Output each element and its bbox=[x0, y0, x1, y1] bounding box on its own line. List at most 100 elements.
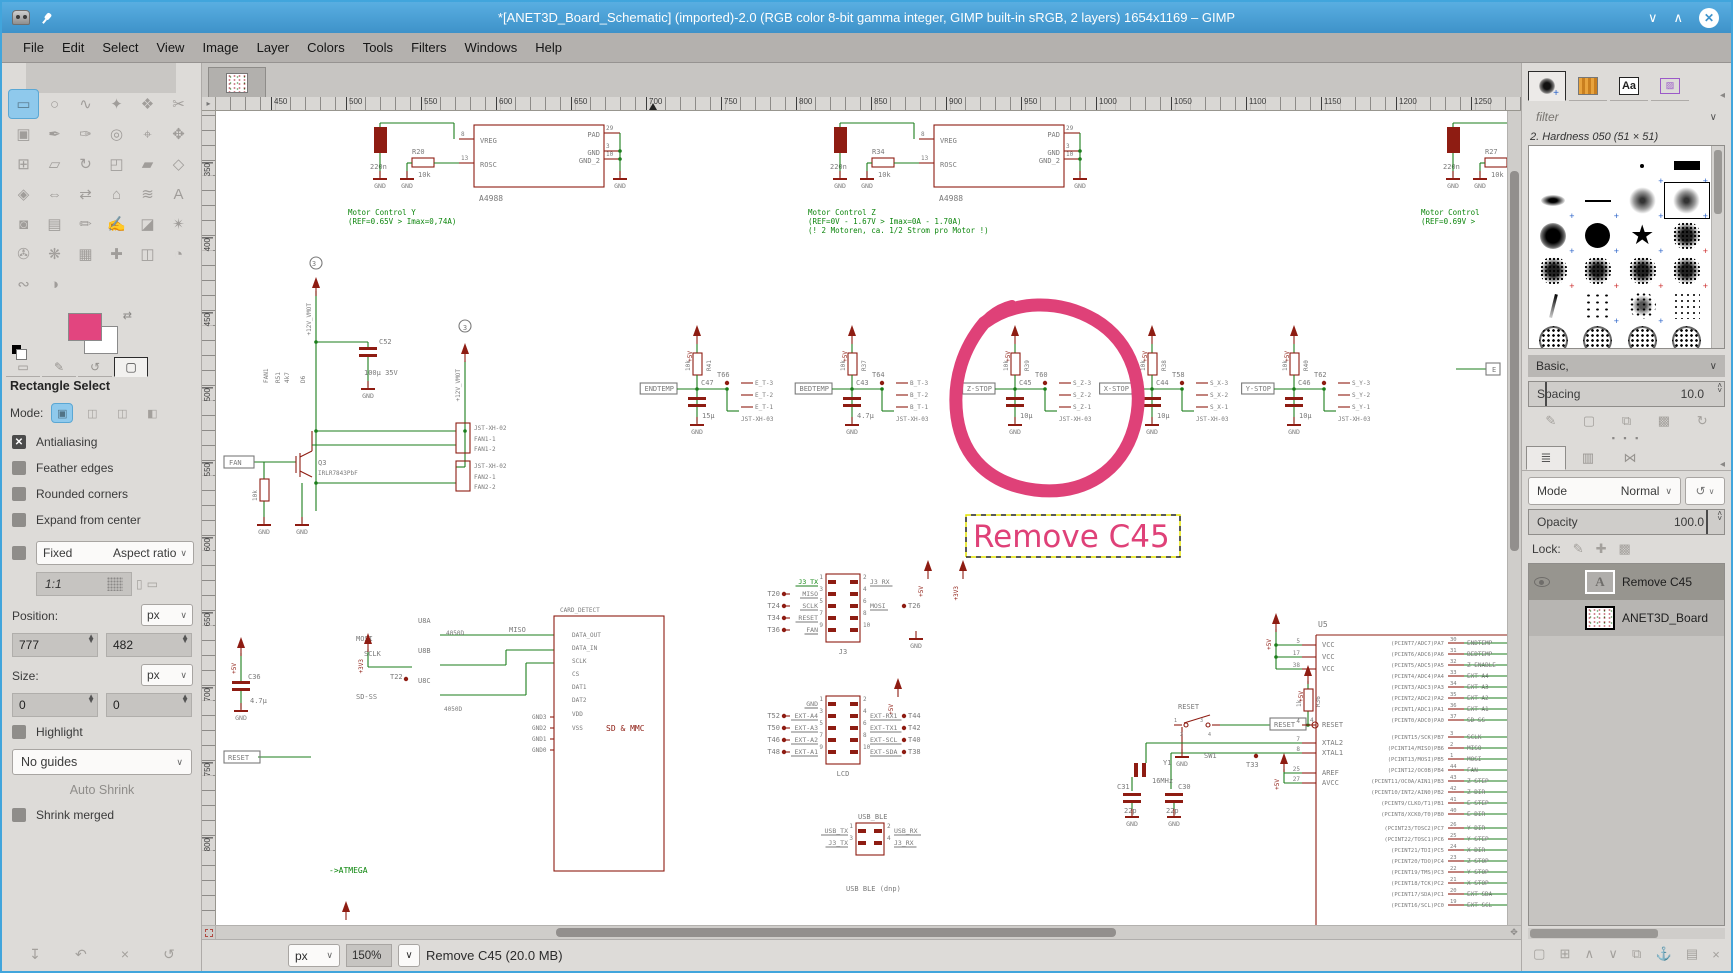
brushes-tab[interactable] bbox=[1528, 71, 1566, 101]
mode-intersect-button[interactable]: ◧ bbox=[147, 407, 158, 420]
tool-scale[interactable]: ◰ bbox=[109, 156, 124, 173]
shrink-merged-row[interactable]: Shrink merged bbox=[12, 808, 114, 822]
tool-transform-3d[interactable]: ◈ bbox=[17, 186, 30, 203]
brush-filter-combo[interactable]: filter ∨ bbox=[1530, 105, 1723, 129]
new-brush-button[interactable]: ▢ bbox=[1582, 413, 1596, 428]
swap-colors-icon[interactable]: ⇄ bbox=[122, 310, 132, 322]
tool-smudge[interactable]: ∾ bbox=[17, 276, 30, 293]
edit-brush-button[interactable]: ✎ bbox=[1545, 413, 1557, 428]
paths-tab[interactable]: ⋈ bbox=[1623, 450, 1637, 465]
portrait-icon[interactable]: ▯ bbox=[136, 577, 143, 591]
brush-cell-7[interactable] bbox=[1663, 182, 1710, 221]
brush-cell-19[interactable] bbox=[1665, 288, 1710, 323]
size-height-input[interactable]: 0 ▲▼ bbox=[106, 692, 192, 717]
layer-mode-reset-button[interactable]: ↺∨ bbox=[1685, 477, 1725, 505]
brush-cell-23[interactable] bbox=[1665, 323, 1710, 348]
brush-cell-22[interactable] bbox=[1620, 323, 1665, 348]
brush-group-combo[interactable]: Basic, ∨ bbox=[1528, 355, 1725, 377]
layer-visibility-icon[interactable] bbox=[1534, 577, 1550, 587]
feather-edges-checkbox[interactable] bbox=[12, 461, 26, 475]
brush-cell-8[interactable] bbox=[1531, 218, 1576, 256]
delete-tool-preset-button[interactable]: × bbox=[120, 946, 129, 962]
lower-layer-button[interactable]: ∨ bbox=[1608, 946, 1618, 961]
status-unit-combo[interactable]: px∨ bbox=[288, 944, 340, 967]
document-history-tab[interactable]: ▨ bbox=[1651, 71, 1689, 101]
tool-eraser[interactable]: ◪ bbox=[140, 216, 155, 233]
shrink-merged-checkbox[interactable] bbox=[12, 808, 26, 822]
maximize-button[interactable]: ∧ bbox=[1673, 10, 1683, 25]
brush-cell-21[interactable] bbox=[1576, 323, 1621, 348]
position-unit-combo[interactable]: px∨ bbox=[141, 604, 193, 626]
tool-scissors-select[interactable]: ✂ bbox=[172, 96, 185, 113]
mode-subtract-button[interactable]: ◫ bbox=[117, 407, 128, 420]
brush-cell-1[interactable] bbox=[1576, 148, 1621, 183]
vertical-scrollbar-thumb[interactable] bbox=[1510, 171, 1519, 551]
delete-brush-button[interactable]: ▩ bbox=[1657, 413, 1671, 428]
lock-alpha-icon[interactable]: ▩ bbox=[1618, 541, 1631, 556]
highlight-row[interactable]: Highlight bbox=[12, 725, 83, 739]
rounded-corners-checkbox[interactable] bbox=[12, 487, 26, 501]
tool-select-by-color[interactable]: ❖ bbox=[140, 96, 155, 113]
aspect-ratio-input[interactable]: 1:1 bbox=[36, 572, 132, 596]
brush-cell-6[interactable] bbox=[1620, 183, 1665, 221]
color-swatches[interactable]: ⇄ bbox=[12, 310, 132, 360]
tool-heal[interactable]: ✚ bbox=[110, 246, 123, 263]
expand-row[interactable]: Expand from center bbox=[12, 513, 141, 527]
raise-layer-button[interactable]: ∧ bbox=[1584, 946, 1595, 961]
tool-free-select[interactable]: ∿ bbox=[79, 96, 92, 113]
position-y-input[interactable]: 482 ▲▼ bbox=[106, 632, 192, 657]
pin-icon[interactable] bbox=[38, 9, 55, 26]
fixed-checkbox[interactable] bbox=[12, 546, 26, 560]
tool-bucket-fill[interactable]: ◙ bbox=[18, 215, 29, 233]
feather-row[interactable]: Feather edges bbox=[12, 461, 113, 475]
menu-item-edit[interactable]: Edit bbox=[61, 40, 85, 55]
brush-cell-5[interactable] bbox=[1576, 183, 1621, 221]
brush-cell-10[interactable]: ★ bbox=[1620, 218, 1665, 256]
foreground-color-swatch[interactable] bbox=[68, 313, 102, 341]
tool-airbrush[interactable]: ✴ bbox=[172, 216, 185, 233]
minimize-button[interactable]: ∨ bbox=[1647, 10, 1658, 25]
tool-warp[interactable]: ≋ bbox=[141, 186, 154, 203]
tool-options-tab[interactable]: ▭ bbox=[6, 357, 40, 377]
guides-combo[interactable]: No guides ∨ bbox=[12, 749, 192, 775]
ruler-corner-button[interactable]: ▸ bbox=[202, 97, 216, 111]
quick-mask-button[interactable] bbox=[202, 926, 216, 939]
tool-foreground-select[interactable]: ▣ bbox=[16, 126, 31, 143]
size-width-input[interactable]: 0 ▲▼ bbox=[12, 692, 98, 717]
new-layer-group-button[interactable]: ⊞ bbox=[1559, 946, 1571, 961]
tool-shear[interactable]: ▰ bbox=[141, 156, 154, 173]
menu-item-image[interactable]: Image bbox=[202, 40, 239, 55]
lock-pixels-icon[interactable]: ✎ bbox=[1572, 541, 1584, 556]
tool-rectangle-select[interactable]: ▭ bbox=[8, 89, 39, 119]
reset-tool-options-button[interactable]: ↺ bbox=[163, 946, 175, 962]
mode-replace-button[interactable]: ▣ bbox=[51, 403, 74, 423]
tool-fuzzy-select[interactable]: ✦ bbox=[110, 96, 123, 113]
menu-item-windows[interactable]: Windows bbox=[464, 40, 518, 55]
brush-cell-12[interactable] bbox=[1531, 253, 1576, 291]
brush-cell-2[interactable] bbox=[1620, 148, 1665, 186]
brush-cell-20[interactable] bbox=[1531, 323, 1576, 348]
layer-mode-combo[interactable]: Mode Normal ∨ bbox=[1528, 477, 1681, 505]
menu-item-colors[interactable]: Colors bbox=[307, 40, 345, 55]
tool-ellipse-select[interactable]: ○ bbox=[49, 95, 60, 113]
tool-unified-transform[interactable]: ⇔ bbox=[47, 185, 62, 203]
tool-measure[interactable]: ⌖ bbox=[143, 125, 152, 143]
merge-layer-button[interactable]: ▤ bbox=[1685, 946, 1699, 961]
anchor-layer-button[interactable]: ⚓ bbox=[1655, 946, 1672, 961]
menu-item-file[interactable]: File bbox=[23, 40, 44, 55]
brush-cell-16[interactable] bbox=[1531, 288, 1576, 323]
tool-flip[interactable]: ⇄ bbox=[79, 186, 92, 203]
pointer-tab[interactable]: ▢ bbox=[114, 357, 148, 377]
channels-tab[interactable]: ▥ bbox=[1581, 450, 1595, 465]
antialiasing-checkbox[interactable]: ✕ bbox=[12, 435, 26, 449]
restore-tool-preset-button[interactable]: ↶ bbox=[74, 946, 87, 962]
tool-blur-sharpen[interactable]: ◔ bbox=[173, 245, 184, 263]
auto-shrink-button[interactable]: Auto Shrink bbox=[69, 783, 135, 797]
brush-cell-15[interactable] bbox=[1665, 253, 1710, 291]
menu-item-filters[interactable]: Filters bbox=[411, 40, 447, 55]
tool-perspective-clone[interactable]: ◫ bbox=[140, 246, 155, 263]
layer-row-anet3d-board[interactable]: ANET3D_Board bbox=[1529, 600, 1724, 636]
